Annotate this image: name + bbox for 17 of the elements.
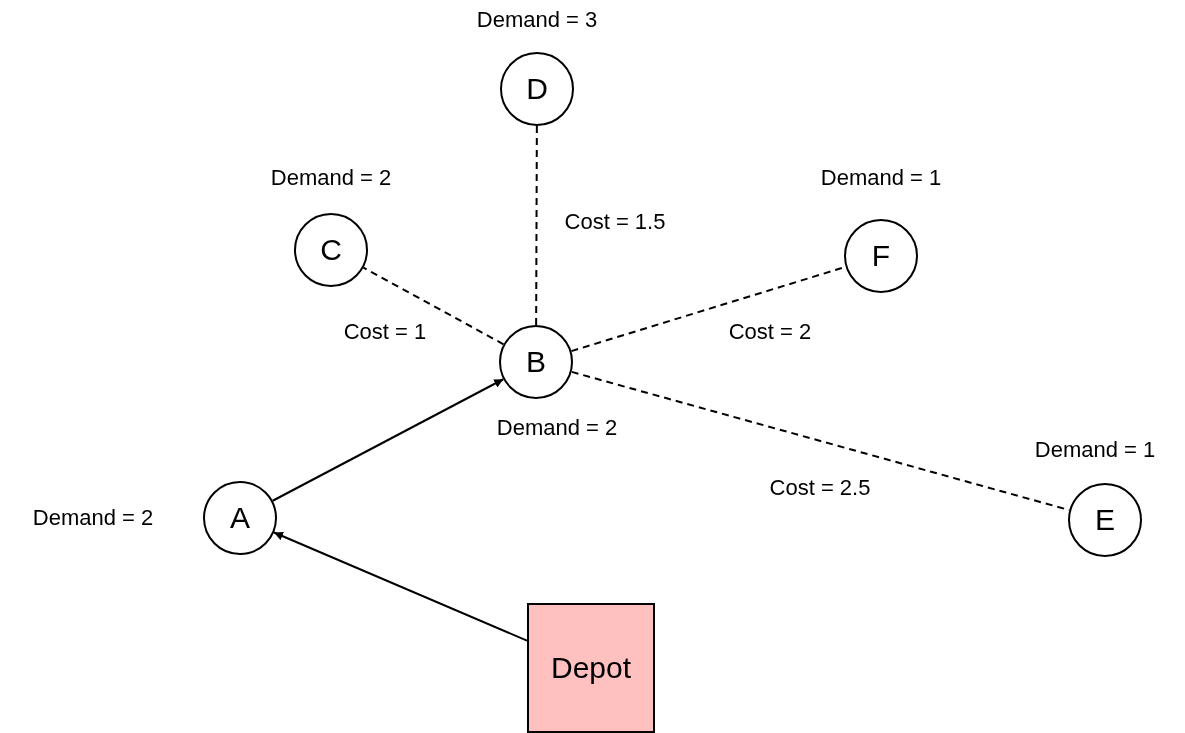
node-circle: B	[499, 325, 573, 399]
node-circle: D	[500, 52, 574, 126]
arrow	[271, 378, 505, 502]
node-circle: F	[844, 219, 918, 293]
demand-label: Demand = 2	[32, 505, 154, 531]
connector-line	[535, 125, 538, 326]
connector-line	[362, 266, 505, 346]
demand-label: Demand = 2	[270, 165, 392, 191]
depot-box: Depot	[527, 603, 655, 733]
node-circle: E	[1068, 483, 1142, 557]
node-circle: C	[294, 213, 368, 287]
node-circle: A	[203, 481, 277, 555]
demand-label: Demand = 3	[476, 7, 598, 33]
arrow	[273, 531, 528, 642]
demand-label: Demand = 1	[1034, 437, 1156, 463]
demand-label: Demand = 2	[496, 415, 618, 441]
demand-label: Demand = 1	[820, 165, 942, 191]
